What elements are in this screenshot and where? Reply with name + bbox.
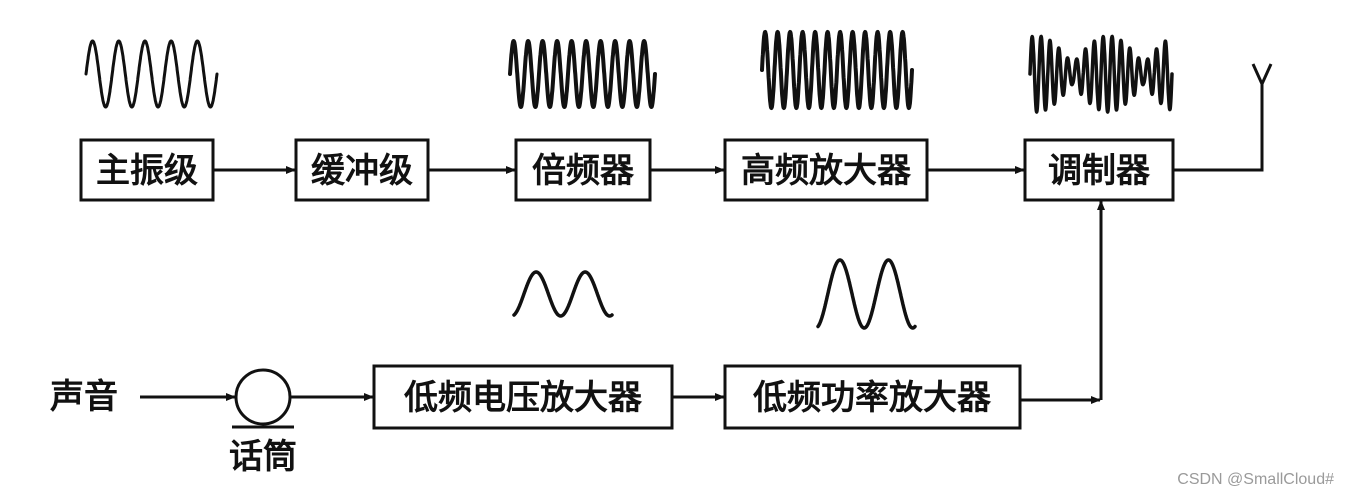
- label-lf-power-amplifier: 低频功率放大器: [753, 378, 992, 418]
- audio-wave-lf-voltage: [512, 270, 614, 318]
- block-multiplier: [514, 138, 652, 202]
- label-modulator: 调制器: [1048, 151, 1151, 191]
- audio-wave-lf-power: [816, 258, 917, 330]
- sine-wave-hf-amplifier: [760, 30, 914, 110]
- antenna-feed-line: [1173, 84, 1264, 172]
- antenna-icon: [1251, 63, 1273, 88]
- sine-wave-multiplier: [508, 39, 657, 109]
- label-microphone: 话筒: [229, 437, 297, 477]
- label-lf-voltage-amplifier: 低频电压放大器: [404, 378, 643, 418]
- label-buffer: 缓冲级: [311, 151, 413, 191]
- label-main-oscillator: 主振级: [96, 151, 198, 191]
- label-multiplier: 倍频器: [532, 151, 635, 191]
- block-main-oscillator: [79, 138, 215, 202]
- watermark-text: CSDN @SmallCloud#: [1177, 471, 1334, 488]
- label-hf-amplifier: 高频放大器: [741, 151, 912, 191]
- sine-wave-main-oscillator: [84, 39, 219, 109]
- modulated-wave-modulator: [1028, 34, 1174, 114]
- block-lf-voltage-amplifier: [372, 364, 674, 430]
- microphone-icon: [234, 368, 292, 426]
- block-lf-power-amplifier: [723, 364, 1022, 430]
- label-sound: 声音: [50, 377, 118, 417]
- block-buffer: [294, 138, 430, 202]
